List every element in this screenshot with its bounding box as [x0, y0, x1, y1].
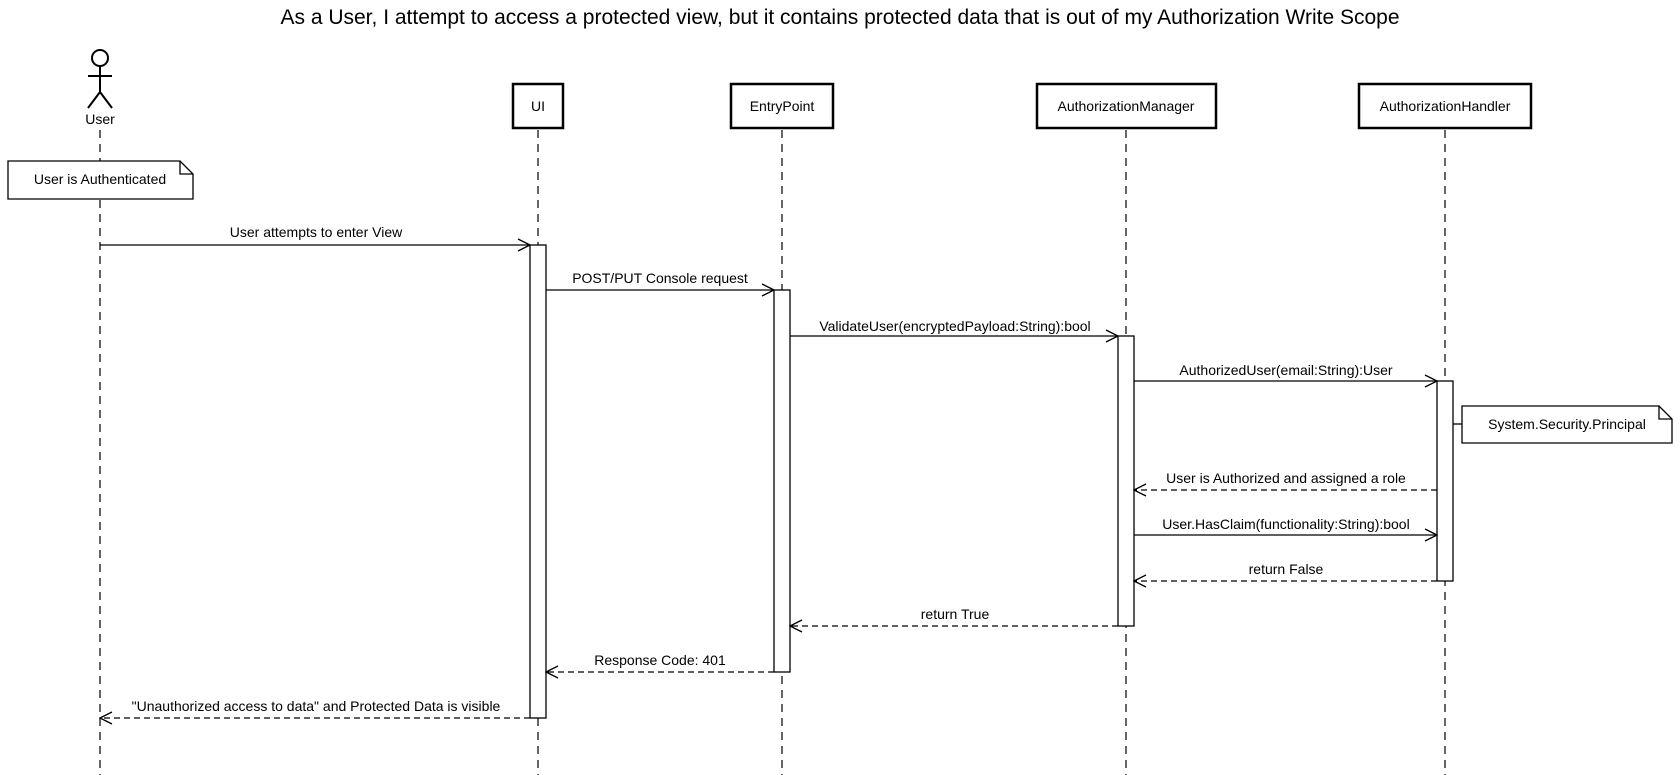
participant-authorization-manager-label: AuthorizationManager — [1058, 98, 1195, 114]
message-1: User attempts to enter View — [100, 224, 530, 245]
message-3-label: ValidateUser(encryptedPayload:String):bo… — [819, 318, 1090, 334]
message-9: Response Code: 401 — [546, 652, 774, 672]
activation-authorization-handler — [1436, 380, 1454, 582]
message-7: return False — [1134, 561, 1437, 581]
note-system-security-principal-text: System.Security.Principal — [1488, 416, 1646, 432]
activation-ui — [529, 244, 547, 719]
participant-ui: UI — [511, 82, 565, 130]
note-user-authenticated: User is Authenticated — [7, 160, 194, 200]
diagram-title: As a User, I attempt to access a protect… — [280, 6, 1399, 29]
message-10: "Unauthorized access to data" and Protec… — [100, 698, 530, 718]
message-4-label: AuthorizedUser(email:String):User — [1179, 362, 1393, 378]
message-8-label: return True — [921, 606, 990, 622]
participant-entrypoint: EntryPoint — [729, 82, 835, 130]
message-8: return True — [790, 606, 1118, 626]
participant-entrypoint-label: EntryPoint — [750, 98, 815, 114]
message-6: User.HasClaim(functionality:String):bool — [1134, 516, 1437, 535]
participant-authorization-handler-label: AuthorizationHandler — [1380, 98, 1511, 114]
actor-user: User — [85, 49, 115, 127]
message-7-label: return False — [1249, 561, 1324, 577]
actor-user-label: User — [85, 111, 115, 127]
participant-ui-label: UI — [531, 98, 545, 114]
message-9-label: Response Code: 401 — [594, 652, 726, 668]
message-1-label: User attempts to enter View — [230, 224, 403, 240]
message-5-label: User is Authorized and assigned a role — [1166, 470, 1406, 486]
message-6-label: User.HasClaim(functionality:String):bool — [1162, 516, 1409, 532]
message-4: AuthorizedUser(email:String):User — [1134, 362, 1437, 381]
participant-authorization-handler: AuthorizationHandler — [1357, 82, 1533, 130]
activation-entrypoint — [773, 289, 791, 673]
message-2-label: POST/PUT Console request — [572, 270, 748, 286]
note-user-authenticated-text: User is Authenticated — [34, 171, 166, 187]
activation-authorization-manager — [1117, 335, 1135, 627]
note-system-security-principal: System.Security.Principal — [1453, 405, 1673, 444]
participant-authorization-manager: AuthorizationManager — [1035, 82, 1218, 130]
message-5: User is Authorized and assigned a role — [1134, 470, 1437, 490]
message-3: ValidateUser(encryptedPayload:String):bo… — [790, 318, 1118, 336]
message-10-label: "Unauthorized access to data" and Protec… — [132, 698, 501, 714]
message-2: POST/PUT Console request — [546, 270, 774, 290]
stick-figure-icon — [87, 49, 113, 109]
